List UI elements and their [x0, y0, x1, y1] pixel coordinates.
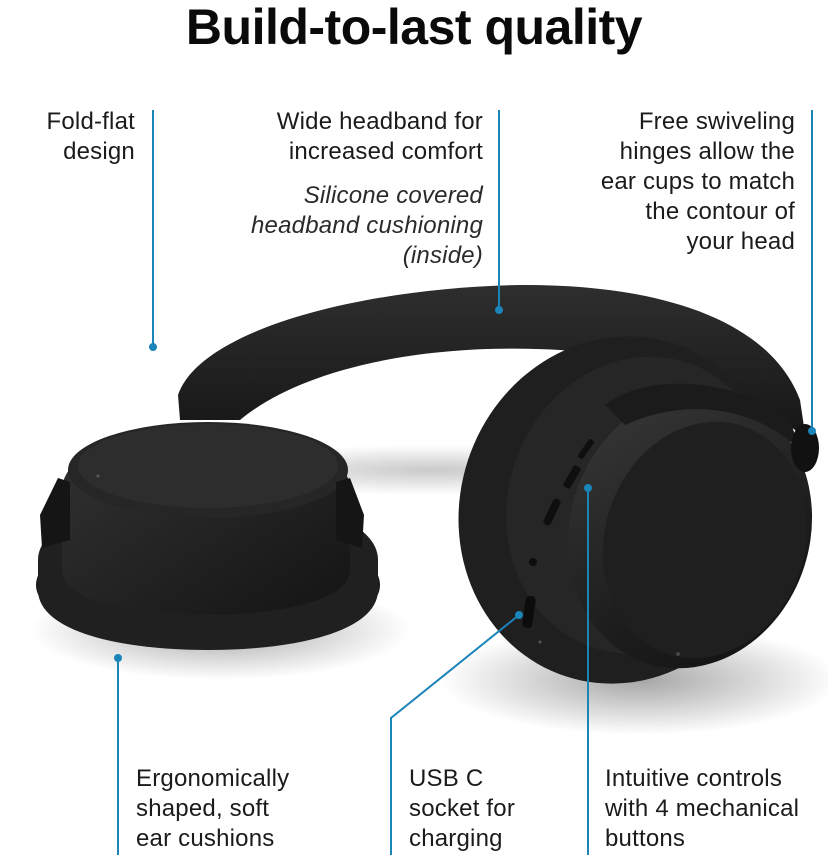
leader-dot-fold-flat — [149, 343, 157, 351]
callout-headband-note3: (inside) — [402, 242, 483, 269]
callout-fold-flat-line1: Fold-flat — [46, 108, 135, 135]
page-title: Build-to-last quality — [185, 0, 643, 55]
callout-headband-line2: increased comfort — [288, 138, 483, 165]
leader-dot-usb — [515, 611, 523, 619]
callout-controls: Intuitive controls with 4 mechanical but… — [605, 764, 799, 854]
leader-dot-ear-cushions — [114, 654, 122, 662]
callout-ear-cushions-line3: ear cushions — [136, 825, 275, 852]
callout-controls-line2: with 4 mechanical — [605, 795, 800, 822]
callout-hinges: Free swiveling hinges allow the ear cups… — [601, 107, 795, 257]
callout-headband: Wide headband for increased comfort — [277, 107, 483, 167]
leader-dot-headband — [495, 306, 503, 314]
leader-line-hinges — [811, 110, 813, 431]
callout-hinges-line5: your head — [686, 228, 795, 255]
callout-hinges-line2: hinges allow the — [619, 138, 795, 165]
leader-dot-controls — [584, 484, 592, 492]
callout-fold-flat-line2: design — [63, 138, 135, 165]
callout-fold-flat: Fold-flat design — [47, 107, 136, 167]
callout-controls-line3: buttons — [605, 825, 686, 852]
callout-usb-line1: USB C — [409, 765, 484, 792]
leader-line-headband — [498, 110, 500, 310]
callout-controls-line1: Intuitive controls — [605, 765, 783, 792]
callout-usb: USB C socket for charging — [409, 764, 515, 854]
callout-hinges-line3: ear cups to match — [600, 168, 795, 195]
callout-usb-line2: socket for — [409, 795, 516, 822]
callout-headband-line1: Wide headband for — [276, 108, 483, 135]
callout-hinges-line1: Free swiveling — [638, 108, 795, 135]
callout-usb-line3: charging — [409, 825, 503, 852]
leader-line-fold-flat — [152, 110, 154, 347]
leader-dot-hinges — [808, 427, 816, 435]
leader-line-controls — [587, 488, 589, 855]
headband-shape — [178, 284, 806, 440]
callout-hinges-line4: the contour of — [645, 198, 795, 225]
callout-headband-note: Silicone covered headband cushioning (in… — [251, 181, 483, 271]
callout-ear-cushions: Ergonomically shaped, soft ear cushions — [136, 764, 289, 854]
callout-headband-note2: headband cushioning — [251, 212, 483, 239]
callout-ear-cushions-line2: shaped, soft — [136, 795, 270, 822]
callout-headband-note1: Silicone covered — [303, 182, 483, 209]
callout-ear-cushions-line1: Ergonomically — [136, 765, 290, 792]
leader-line-ear-cushions — [117, 658, 119, 855]
